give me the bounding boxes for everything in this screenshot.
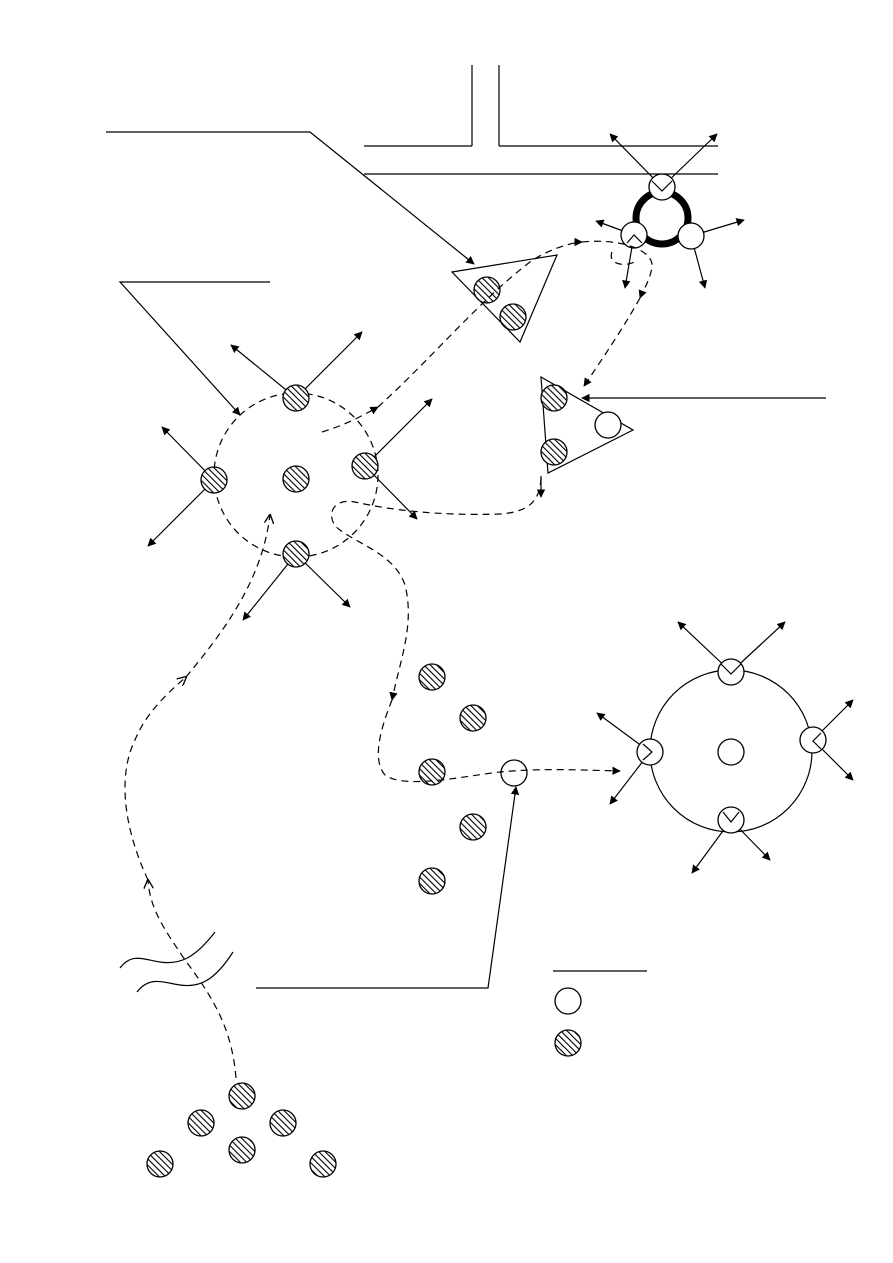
white-subunit-bottom — [717, 806, 745, 834]
vessel-structure — [364, 65, 718, 175]
hatched-ball — [459, 704, 487, 732]
hatched-ball — [418, 867, 446, 895]
white-subunit-right — [799, 726, 827, 754]
hatched-ball — [228, 1082, 256, 1110]
white-subunit-center — [717, 738, 745, 766]
hatched-ball — [309, 1150, 337, 1178]
legend — [553, 970, 647, 1057]
ring-complex-top — [595, 133, 745, 289]
dashed-cell — [147, 331, 433, 621]
triangle-middle — [536, 375, 635, 498]
hatched-ball — [540, 438, 568, 466]
white-ball — [594, 411, 622, 439]
solid-cell — [596, 621, 854, 874]
hatched-ball — [228, 1136, 256, 1164]
hatched-ball — [146, 1150, 174, 1178]
hatched-ball — [418, 663, 446, 691]
migration-pathways — [124, 237, 653, 1079]
legend-hatched-circle-symbol — [554, 1029, 582, 1057]
triangle-upper — [450, 254, 558, 344]
hatched-ball-column — [418, 663, 528, 895]
hatched-ball — [459, 813, 487, 841]
leader-lines — [106, 131, 826, 989]
dashed-cell-arrows — [147, 331, 433, 621]
hatched-subunit-top — [282, 384, 310, 412]
hatched-ball — [269, 1109, 297, 1137]
white-subunit-top — [717, 658, 745, 686]
ring-complex-arrows — [595, 133, 745, 289]
hatched-subunit-center — [282, 465, 310, 493]
hatched-subunit-right — [351, 452, 379, 480]
hatched-ball-cluster — [146, 1082, 337, 1178]
ring-subunit-right — [677, 222, 705, 250]
hatched-ball — [418, 758, 446, 786]
ring-subunit-top — [648, 173, 676, 201]
white-subunit-left — [636, 738, 664, 766]
hatched-ball — [187, 1109, 215, 1137]
hatched-subunit-left — [200, 466, 228, 494]
hatched-subunit-bottom — [282, 540, 310, 568]
legend-white-circle-symbol — [554, 987, 582, 1015]
white-ball — [500, 759, 528, 787]
break-symbol — [119, 931, 234, 993]
hatched-ball — [540, 384, 568, 412]
hatched-ball — [473, 276, 501, 304]
hatched-ball — [499, 303, 527, 331]
